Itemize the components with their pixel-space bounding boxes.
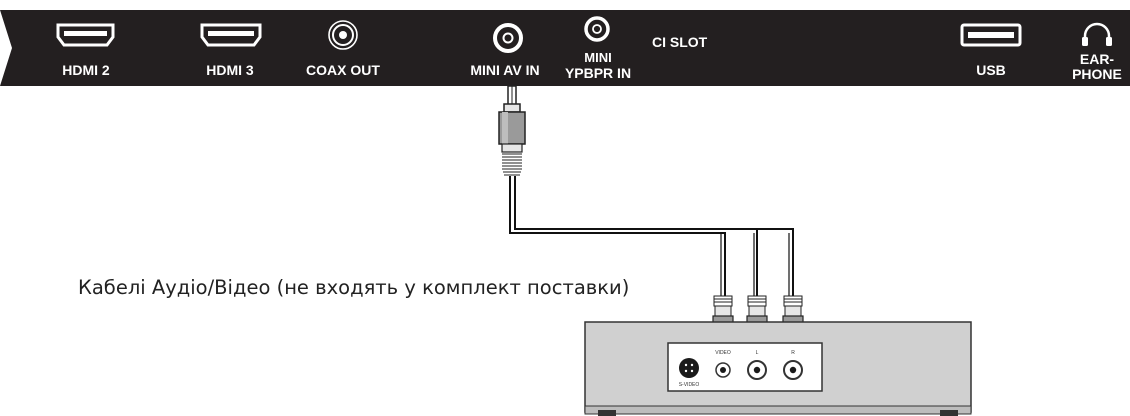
usb-label: USB bbox=[976, 62, 1006, 78]
mini-av-port: MINI AV IN bbox=[470, 23, 540, 78]
cable-caption: Кабелі Аудіо/Відео (не входять у комплек… bbox=[78, 276, 630, 299]
hdmi3-port: HDMI 3 bbox=[200, 23, 262, 78]
earphone-label-line1: EAR- bbox=[1080, 51, 1115, 67]
av-source-device: S-VIDEO VIDEO L R bbox=[584, 321, 972, 416]
ci-slot-label: CI SLOT bbox=[652, 34, 708, 50]
hdmi-port-icon bbox=[200, 23, 262, 47]
video-jack-label: VIDEO bbox=[715, 350, 731, 356]
audio-right-label: R bbox=[791, 350, 795, 356]
hdmi-port-icon bbox=[56, 23, 115, 47]
mini-ypbpr-port: MINI YPBPR IN bbox=[565, 16, 631, 81]
s-video-jack-icon bbox=[679, 358, 699, 378]
mini-av-plug bbox=[498, 85, 526, 176]
mini-av-label: MINI AV IN bbox=[470, 62, 539, 78]
mini-av-jack-icon bbox=[493, 23, 523, 53]
audio-left-label: L bbox=[756, 350, 759, 356]
tv-panel bbox=[0, 10, 1130, 86]
video-jack-icon bbox=[715, 362, 731, 378]
audio-left-jack-icon bbox=[747, 360, 767, 380]
usb-port: USB bbox=[960, 23, 1022, 78]
mini-ypbpr-label-line2: YPBPR IN bbox=[565, 65, 631, 81]
mini-ypbpr-jack-icon bbox=[584, 16, 610, 42]
av-cable bbox=[509, 176, 794, 296]
hdmi2-label: HDMI 2 bbox=[62, 62, 110, 78]
hdmi2-port: HDMI 2 bbox=[56, 23, 115, 78]
hdmi3-label: HDMI 3 bbox=[206, 62, 254, 78]
mini-ypbpr-label-line1: MINI bbox=[584, 50, 611, 65]
s-video-label: S-VIDEO bbox=[679, 382, 700, 388]
audio-right-jack-icon bbox=[783, 360, 803, 380]
coax-port-icon bbox=[328, 20, 358, 50]
coax-port: COAX OUT bbox=[306, 20, 380, 78]
earphone-port: EAR- PHONE bbox=[1072, 22, 1122, 82]
usb-port-icon bbox=[960, 23, 1022, 47]
earphone-label-line2: PHONE bbox=[1072, 66, 1122, 82]
headphone-icon bbox=[1082, 22, 1112, 46]
coax-label: COAX OUT bbox=[306, 62, 380, 78]
